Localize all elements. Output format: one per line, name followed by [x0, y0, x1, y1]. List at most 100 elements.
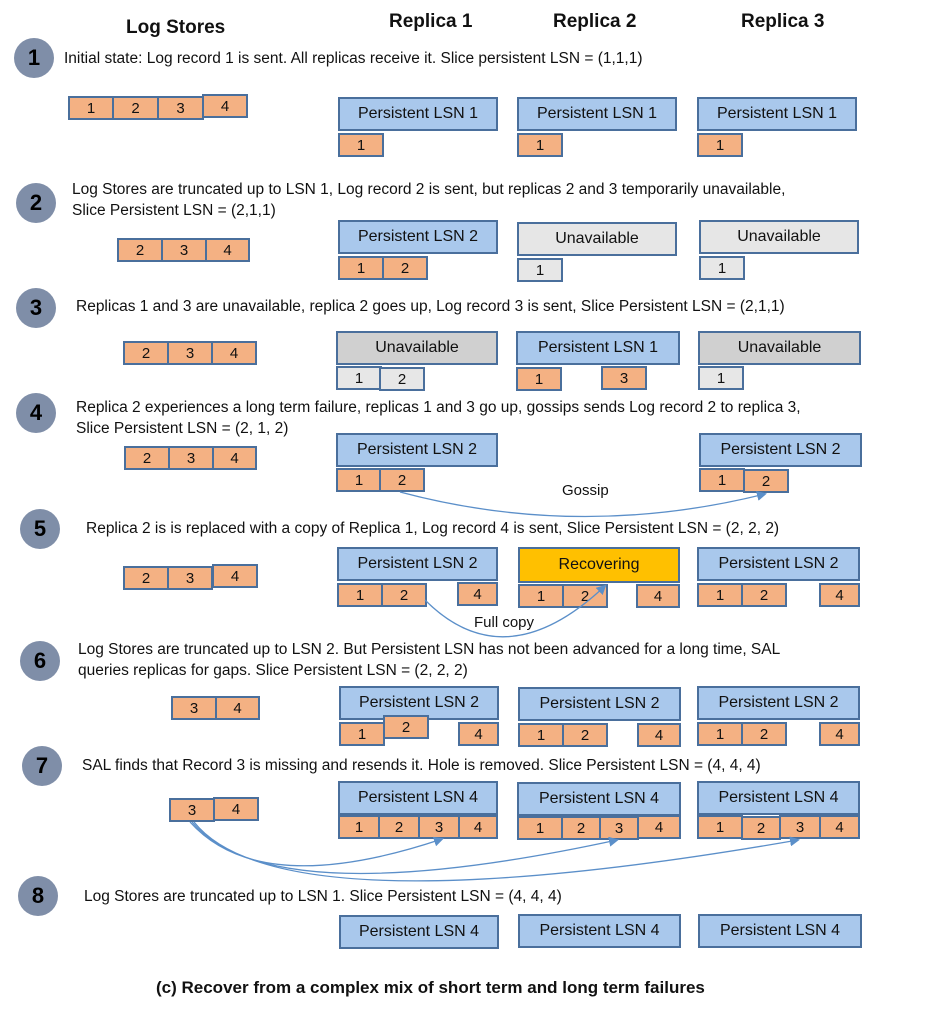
- replica-1-record-1: 1: [339, 722, 385, 746]
- gossip-label: Gossip: [562, 482, 609, 499]
- log-store-record-2: 2: [123, 341, 169, 365]
- header-replica-1: Replica 1: [389, 11, 473, 32]
- log-store-record-2: 2: [123, 566, 169, 590]
- replica-1-state: Persistent LSN 4: [339, 915, 499, 949]
- log-store-record-4: 4: [215, 696, 260, 720]
- replica-1-record-2: 2: [383, 715, 429, 739]
- step-6-description-line-1: Log Stores are truncated up to LSN 2. Bu…: [78, 641, 781, 658]
- log-store-record-4: 4: [211, 341, 257, 365]
- replica-2-record-3: 3: [601, 366, 647, 390]
- resend-arrow-replica-2: [191, 821, 619, 875]
- replica-3-state: Persistent LSN 2: [699, 433, 862, 467]
- step-3-marker: 3: [16, 288, 56, 328]
- replica-3-record-4: 4: [819, 722, 860, 746]
- replica-3-record-1: 1: [699, 468, 745, 492]
- full-copy-label: Full copy: [474, 614, 535, 631]
- log-store-record-3: 3: [167, 566, 213, 590]
- replica-1-record-1: 1: [338, 133, 384, 157]
- log-store-record-3: 3: [167, 341, 213, 365]
- step-5-marker: 5: [20, 509, 60, 549]
- replica-1-record-2: 2: [378, 815, 420, 839]
- replica-2-state: Persistent LSN 2: [518, 687, 681, 721]
- replica-2-state: Persistent LSN 4: [518, 914, 681, 948]
- replica-3-record-1: 1: [697, 722, 743, 746]
- replica-2-state: Persistent LSN 4: [517, 782, 681, 816]
- replica-3-record-1: 1: [698, 366, 744, 390]
- replica-1-record-4: 4: [457, 582, 498, 606]
- replica-2-record-2: 2: [562, 723, 608, 747]
- replica-3-state: Unavailable: [699, 220, 859, 254]
- replica-3-record-1: 1: [699, 256, 745, 280]
- log-store-record-3: 3: [168, 446, 214, 470]
- replica-1-record-4: 4: [458, 722, 499, 746]
- replica-1-state: Persistent LSN 2: [337, 547, 498, 581]
- step-5-description: Replica 2 is is replaced with a copy of …: [86, 520, 780, 537]
- step-2-marker: 2: [16, 183, 56, 223]
- step-7-description: SAL finds that Record 3 is missing and r…: [82, 757, 761, 774]
- replica-2-state: Unavailable: [517, 222, 677, 256]
- step-4-marker: 4: [16, 393, 56, 433]
- replica-1-state: Unavailable: [336, 331, 498, 365]
- step-1-marker: 1: [14, 38, 54, 78]
- replica-1-record-4: 4: [458, 815, 498, 839]
- replica-3-state: Persistent LSN 2: [697, 686, 860, 720]
- replica-3-record-2: 2: [741, 583, 787, 607]
- step-4-description-line-2: Slice Persistent LSN = (2, 1, 2): [76, 420, 289, 437]
- replica-3-record-3: 3: [779, 815, 821, 839]
- replica-1-state: Persistent LSN 2: [339, 686, 499, 720]
- replica-3-record-2: 2: [741, 816, 781, 840]
- step-8-marker: 8: [18, 876, 58, 916]
- replica-2-record-4: 4: [636, 584, 680, 608]
- replica-3-record-2: 2: [741, 722, 787, 746]
- replica-2-state: Persistent LSN 1: [517, 97, 677, 131]
- header-replica-2: Replica 2: [553, 11, 637, 32]
- header-replica-3: Replica 3: [741, 11, 825, 32]
- gossip-arrow: [399, 491, 767, 518]
- log-store-record-4: 4: [213, 797, 259, 821]
- replica-1-record-1: 1: [337, 583, 383, 607]
- replica-3-record-4: 4: [819, 583, 860, 607]
- replica-1-record-1: 1: [338, 256, 384, 280]
- log-store-record-4: 4: [212, 446, 257, 470]
- replica-3-state: Persistent LSN 1: [697, 97, 857, 131]
- replica-2-record-1: 1: [517, 816, 563, 840]
- step-8-description: Log Stores are truncated up to LSN 1. Sl…: [84, 888, 562, 905]
- replica-1-state: Persistent LSN 1: [338, 97, 498, 131]
- step-7-marker: 7: [22, 746, 62, 786]
- step-6-marker: 6: [20, 641, 60, 681]
- replica-1-state: Persistent LSN 4: [338, 781, 498, 815]
- replica-3-state: Persistent LSN 4: [697, 781, 860, 815]
- resend-arrow-replica-1: [189, 821, 444, 867]
- step-2-description-line-1: Log Stores are truncated up to LSN 1, Lo…: [72, 181, 786, 198]
- step-2-description-line-2: Slice Persistent LSN = (2,1,1): [72, 202, 276, 219]
- replica-2-record-1: 1: [517, 133, 563, 157]
- replica-2-record-1: 1: [518, 584, 564, 608]
- log-store-record-2: 2: [117, 238, 163, 262]
- header-log-stores: Log Stores: [126, 17, 226, 38]
- log-store-record-4: 4: [202, 94, 248, 118]
- step-6-description-line-2: queries replicas for gaps. Slice Persist…: [78, 662, 468, 679]
- step-1-description: Initial state: Log record 1 is sent. All…: [64, 50, 643, 67]
- replica-2-record-3: 3: [599, 816, 639, 840]
- replica-3-state: Persistent LSN 2: [697, 547, 860, 581]
- replica-3-state: Unavailable: [698, 331, 861, 365]
- resend-arrow-replica-3: [193, 821, 800, 882]
- replica-2-record-4: 4: [637, 815, 681, 839]
- replica-1-record-2: 2: [379, 468, 425, 492]
- log-store-record-4: 4: [212, 564, 258, 588]
- replica-2-state: Persistent LSN 1: [516, 331, 680, 365]
- replica-3-state: Persistent LSN 4: [698, 914, 862, 948]
- log-store-record-4: 4: [205, 238, 250, 262]
- replica-1-state: Persistent LSN 2: [336, 433, 498, 467]
- replica-3-record-1: 1: [697, 133, 743, 157]
- replica-1-record-2: 2: [382, 256, 428, 280]
- log-store-record-3: 3: [161, 238, 207, 262]
- replica-3-record-4: 4: [819, 815, 860, 839]
- step-3-description: Replicas 1 and 3 are unavailable, replic…: [76, 298, 785, 315]
- figure-caption: (c) Recover from a complex mix of short …: [156, 978, 705, 997]
- full-copy-arrow: [424, 584, 607, 638]
- replica-1-record-2: 2: [379, 367, 425, 391]
- replica-2-record-1: 1: [518, 723, 564, 747]
- replica-1-record-1: 1: [336, 366, 382, 390]
